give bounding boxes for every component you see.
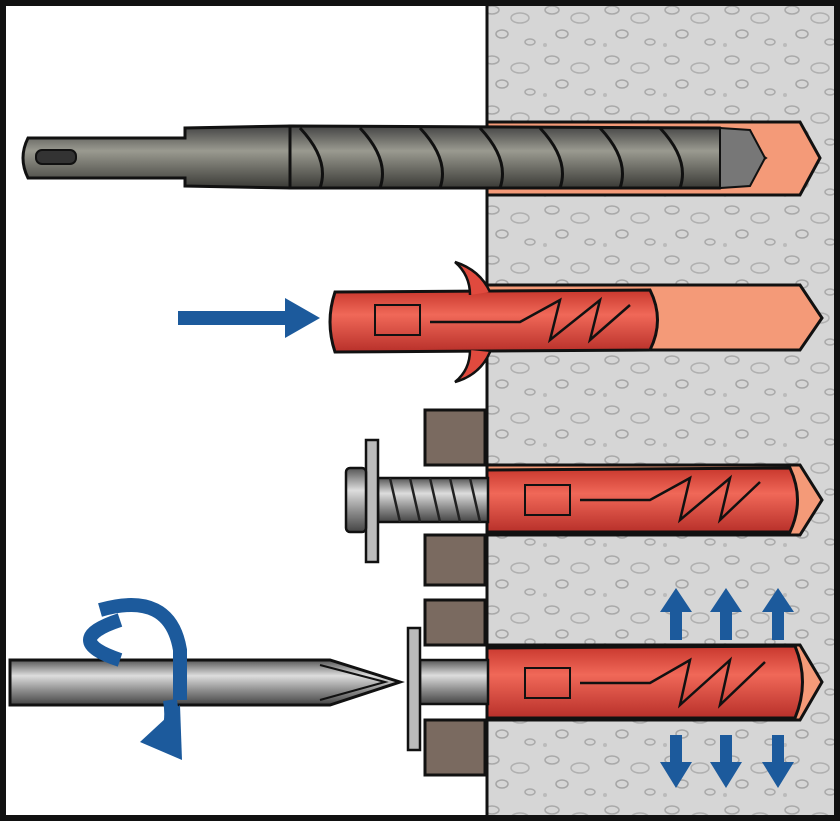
illustration-detail: [710, 588, 742, 640]
illustration-detail: [762, 588, 794, 640]
step-drill: [21, 120, 822, 197]
illustration-detail: [710, 735, 742, 788]
illustration-detail: [580, 474, 761, 524]
illustration-detail: [598, 126, 624, 189]
illustration-detail: [298, 126, 324, 189]
illustration-detail: [418, 126, 444, 189]
illustration-detail: [448, 477, 462, 523]
screw-shaft: [376, 476, 490, 524]
screwdriver: [8, 658, 405, 707]
washer: [406, 626, 422, 752]
illustration-detail: [660, 735, 692, 788]
step-tighten-screw: [8, 588, 824, 788]
dowel-wing-bottom: [454, 349, 492, 384]
illustration-detail: [660, 588, 692, 640]
push-arrow: [178, 298, 320, 338]
step-insert-screw: [344, 408, 824, 587]
illustration-detail: [580, 656, 766, 709]
illustration-detail: [430, 296, 631, 344]
drill-bit-spiral: [288, 124, 768, 190]
illustration-detail: [658, 126, 684, 189]
fixture-tile-bottom: [423, 533, 487, 587]
washer: [364, 438, 380, 564]
illustration-detail: [428, 477, 442, 523]
illustration-detail: [140, 705, 182, 760]
fixture-tile-bottom: [423, 718, 487, 777]
illustration-detail: [538, 126, 564, 189]
illustration-detail: [388, 477, 482, 523]
illustration-detail: [524, 667, 571, 699]
fixture-tile-top: [423, 598, 487, 647]
drill-bit-shank: [21, 124, 292, 190]
illustration-detail: [762, 735, 794, 788]
illustration-detail: [358, 126, 384, 189]
expansion-arrows-up: [660, 588, 794, 640]
step-insert-dowel: [178, 260, 824, 384]
illustration-detail: [478, 126, 504, 189]
illustration-detail: [468, 477, 482, 523]
drill-carbide-tip: [719, 126, 767, 190]
illustration-detail: [388, 477, 402, 523]
screw-head: [344, 466, 368, 534]
fixture-tile-top: [423, 408, 487, 467]
illustration-detail: [319, 664, 389, 701]
illustration-detail: [524, 484, 571, 516]
illustration-detail: [298, 126, 684, 189]
drill-shank-slot: [35, 149, 77, 165]
illustration-detail: [374, 304, 421, 336]
expansion-arrows-down: [660, 735, 794, 788]
screw-shaft: [418, 658, 490, 706]
illustration-detail: [408, 477, 422, 523]
illustration-detail: [98, 598, 187, 700]
dowel-wing-top: [454, 260, 492, 296]
